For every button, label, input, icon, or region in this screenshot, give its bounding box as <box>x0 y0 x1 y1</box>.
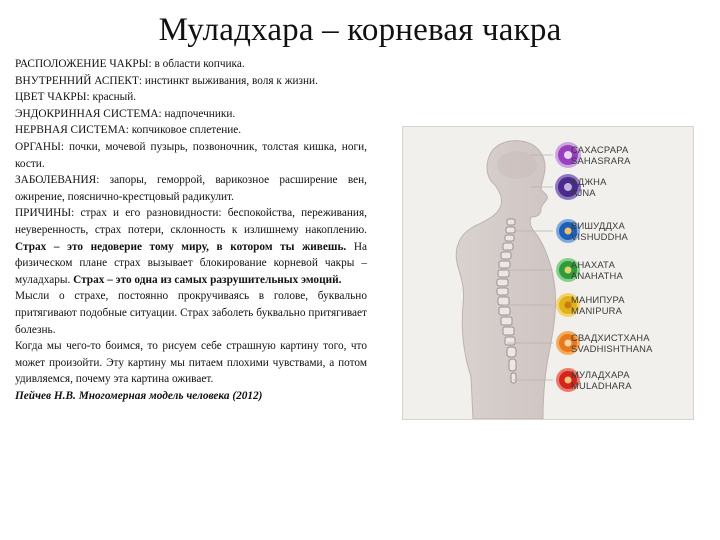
value-endocrine: надпочечники. <box>161 107 236 120</box>
value-nervous: копчиковое сплетение. <box>128 124 242 137</box>
chakra-name-en: MANIPURA <box>571 304 623 316</box>
chakra-label-svadhishthana: СВАДХИСТХАНА SVADHISHTHANA <box>571 332 691 354</box>
value-color: красный. <box>89 91 137 104</box>
chakra-name-en: MULADHARA <box>571 379 632 391</box>
emphasis-fear-distrust: Страх – это недоверие тому миру, в котор… <box>15 240 347 253</box>
chakra-manipura-icon <box>556 293 580 317</box>
paragraph-diseases: ЗАБОЛЕВАНИЯ: запоры, геморрой, варикозно… <box>15 172 367 205</box>
chakra-name-ru: САХАСРАРА <box>571 144 629 155</box>
paragraph-inner-aspect: ВНУТРЕННИЙ АСПЕКТ: инстинкт выживания, в… <box>15 73 367 90</box>
chakra-anahatha-icon <box>556 258 580 282</box>
label-location: РАСПОЛОЖЕНИЕ ЧАКРЫ: <box>15 58 152 70</box>
page-title: Муладхара – корневая чакра <box>158 12 562 48</box>
chakra-name-en: VISHUDDHA <box>571 230 629 242</box>
label-organs: ОРГАНЫ: <box>15 140 65 153</box>
chakra-name-ru: ВИШУДДХА <box>571 220 625 231</box>
chakra-name-ru: АДЖНА <box>571 176 607 187</box>
text-column: РАСПОЛОЖЕНИЕ ЧАКРЫ: в области копчика. В… <box>15 56 367 404</box>
label-color: ЦВЕТ ЧАКРЫ: <box>15 91 90 104</box>
chakra-label-anahatha: АНАХАТА ANAHATHA <box>571 259 691 281</box>
label-inner-aspect: ВНУТРЕННИЙ АСПЕКТ: <box>15 74 142 87</box>
chakra-name-ru: СВАДХИСТХАНА <box>571 332 650 343</box>
chakra-name-ru: МАНИПУРА <box>571 294 625 305</box>
paragraph-organs: ОРГАНЫ: почки, мочевой пузырь, позвоночн… <box>15 139 367 172</box>
value-inner-aspect: инстинкт выживания, воля к жизни. <box>142 74 318 87</box>
value-location: в области копчика. <box>151 58 245 70</box>
body-silhouette-illustration <box>455 140 581 419</box>
chakra-name-en: SVADHISHTHANA <box>571 342 653 354</box>
value-organs: почки, мочевой пузырь, позвоночник, толс… <box>15 140 367 170</box>
spine <box>496 218 517 384</box>
chakra-connectors <box>503 154 553 381</box>
paragraph-color: ЦВЕТ ЧАКРЫ: красный. <box>15 89 367 106</box>
chakra-ajna-icon <box>555 174 581 200</box>
chakra-vishuddha-icon <box>556 219 580 243</box>
paragraph-causes: ПРИЧИНЫ: страх и его разновидности: бесп… <box>15 205 367 288</box>
chakra-figure: САХАСРАРА SAHASRARA АДЖНА AJNA ВИШУДДХА … <box>402 126 694 420</box>
label-nervous: НЕРВНАЯ СИСТЕМА: <box>15 124 129 137</box>
chakra-name-en: SAHASRARA <box>571 154 631 166</box>
label-causes: ПРИЧИНЫ: <box>15 207 75 220</box>
chakra-name-en: ANAHATHA <box>571 269 623 281</box>
chakra-label-vishuddha: ВИШУДДХА VISHUDDHA <box>571 220 691 242</box>
chakra-label-manipura: МАНИПУРА MANIPURA <box>571 294 691 316</box>
value-causes-cont: На физическом плане страх вызывает блоки… <box>15 240 368 286</box>
emphasis-fear-destructive: Страх – это одна из самых разрушительных… <box>73 273 342 286</box>
label-diseases: ЗАБОЛЕВАНИЯ: <box>15 174 100 187</box>
value-causes: страх и его разновидности: беспокойства,… <box>15 207 367 236</box>
paragraph-nervous: НЕРВНАЯ СИСТЕМА: копчиковое сплетение. <box>15 122 367 139</box>
paragraph-picture: Когда мы чего-то боимся, то рисуем себе … <box>15 340 367 386</box>
chakra-sahasrara-icon <box>555 142 581 168</box>
value-diseases: запоры, геморрой, варикозное расширение … <box>15 174 367 203</box>
chakra-label-sahasrara: САХАСРАРА SAHASRARA <box>571 144 691 166</box>
citation: Пейчев Н.В. Многомерная модель человека … <box>15 389 263 402</box>
paragraph-location: РАСПОЛОЖЕНИЕ ЧАКРЫ: в области копчика. <box>15 56 367 73</box>
chakra-name-ru: АНАХАТА <box>571 259 616 270</box>
paragraph-endocrine: ЭНДОКРИННАЯ СИСТЕМА: надпочечники. <box>15 106 367 123</box>
chakra-name-ru: МУЛАДХАРА <box>571 369 630 380</box>
chakra-muladhara-icon <box>556 368 580 392</box>
chakra-label-muladhara: МУЛАДХАРА MULADHARA <box>571 369 691 391</box>
chakra-label-ajna: АДЖНА AJNA <box>571 176 691 198</box>
paragraph-thoughts: Мысли о страхе, постоянно прокручиваясь … <box>15 290 367 336</box>
chakra-svadhishthana-icon <box>556 331 580 355</box>
brain-shape <box>497 151 537 179</box>
chakra-name-en: AJNA <box>571 186 596 198</box>
label-endocrine: ЭНДОКРИННАЯ СИСТЕМА: <box>15 107 162 120</box>
